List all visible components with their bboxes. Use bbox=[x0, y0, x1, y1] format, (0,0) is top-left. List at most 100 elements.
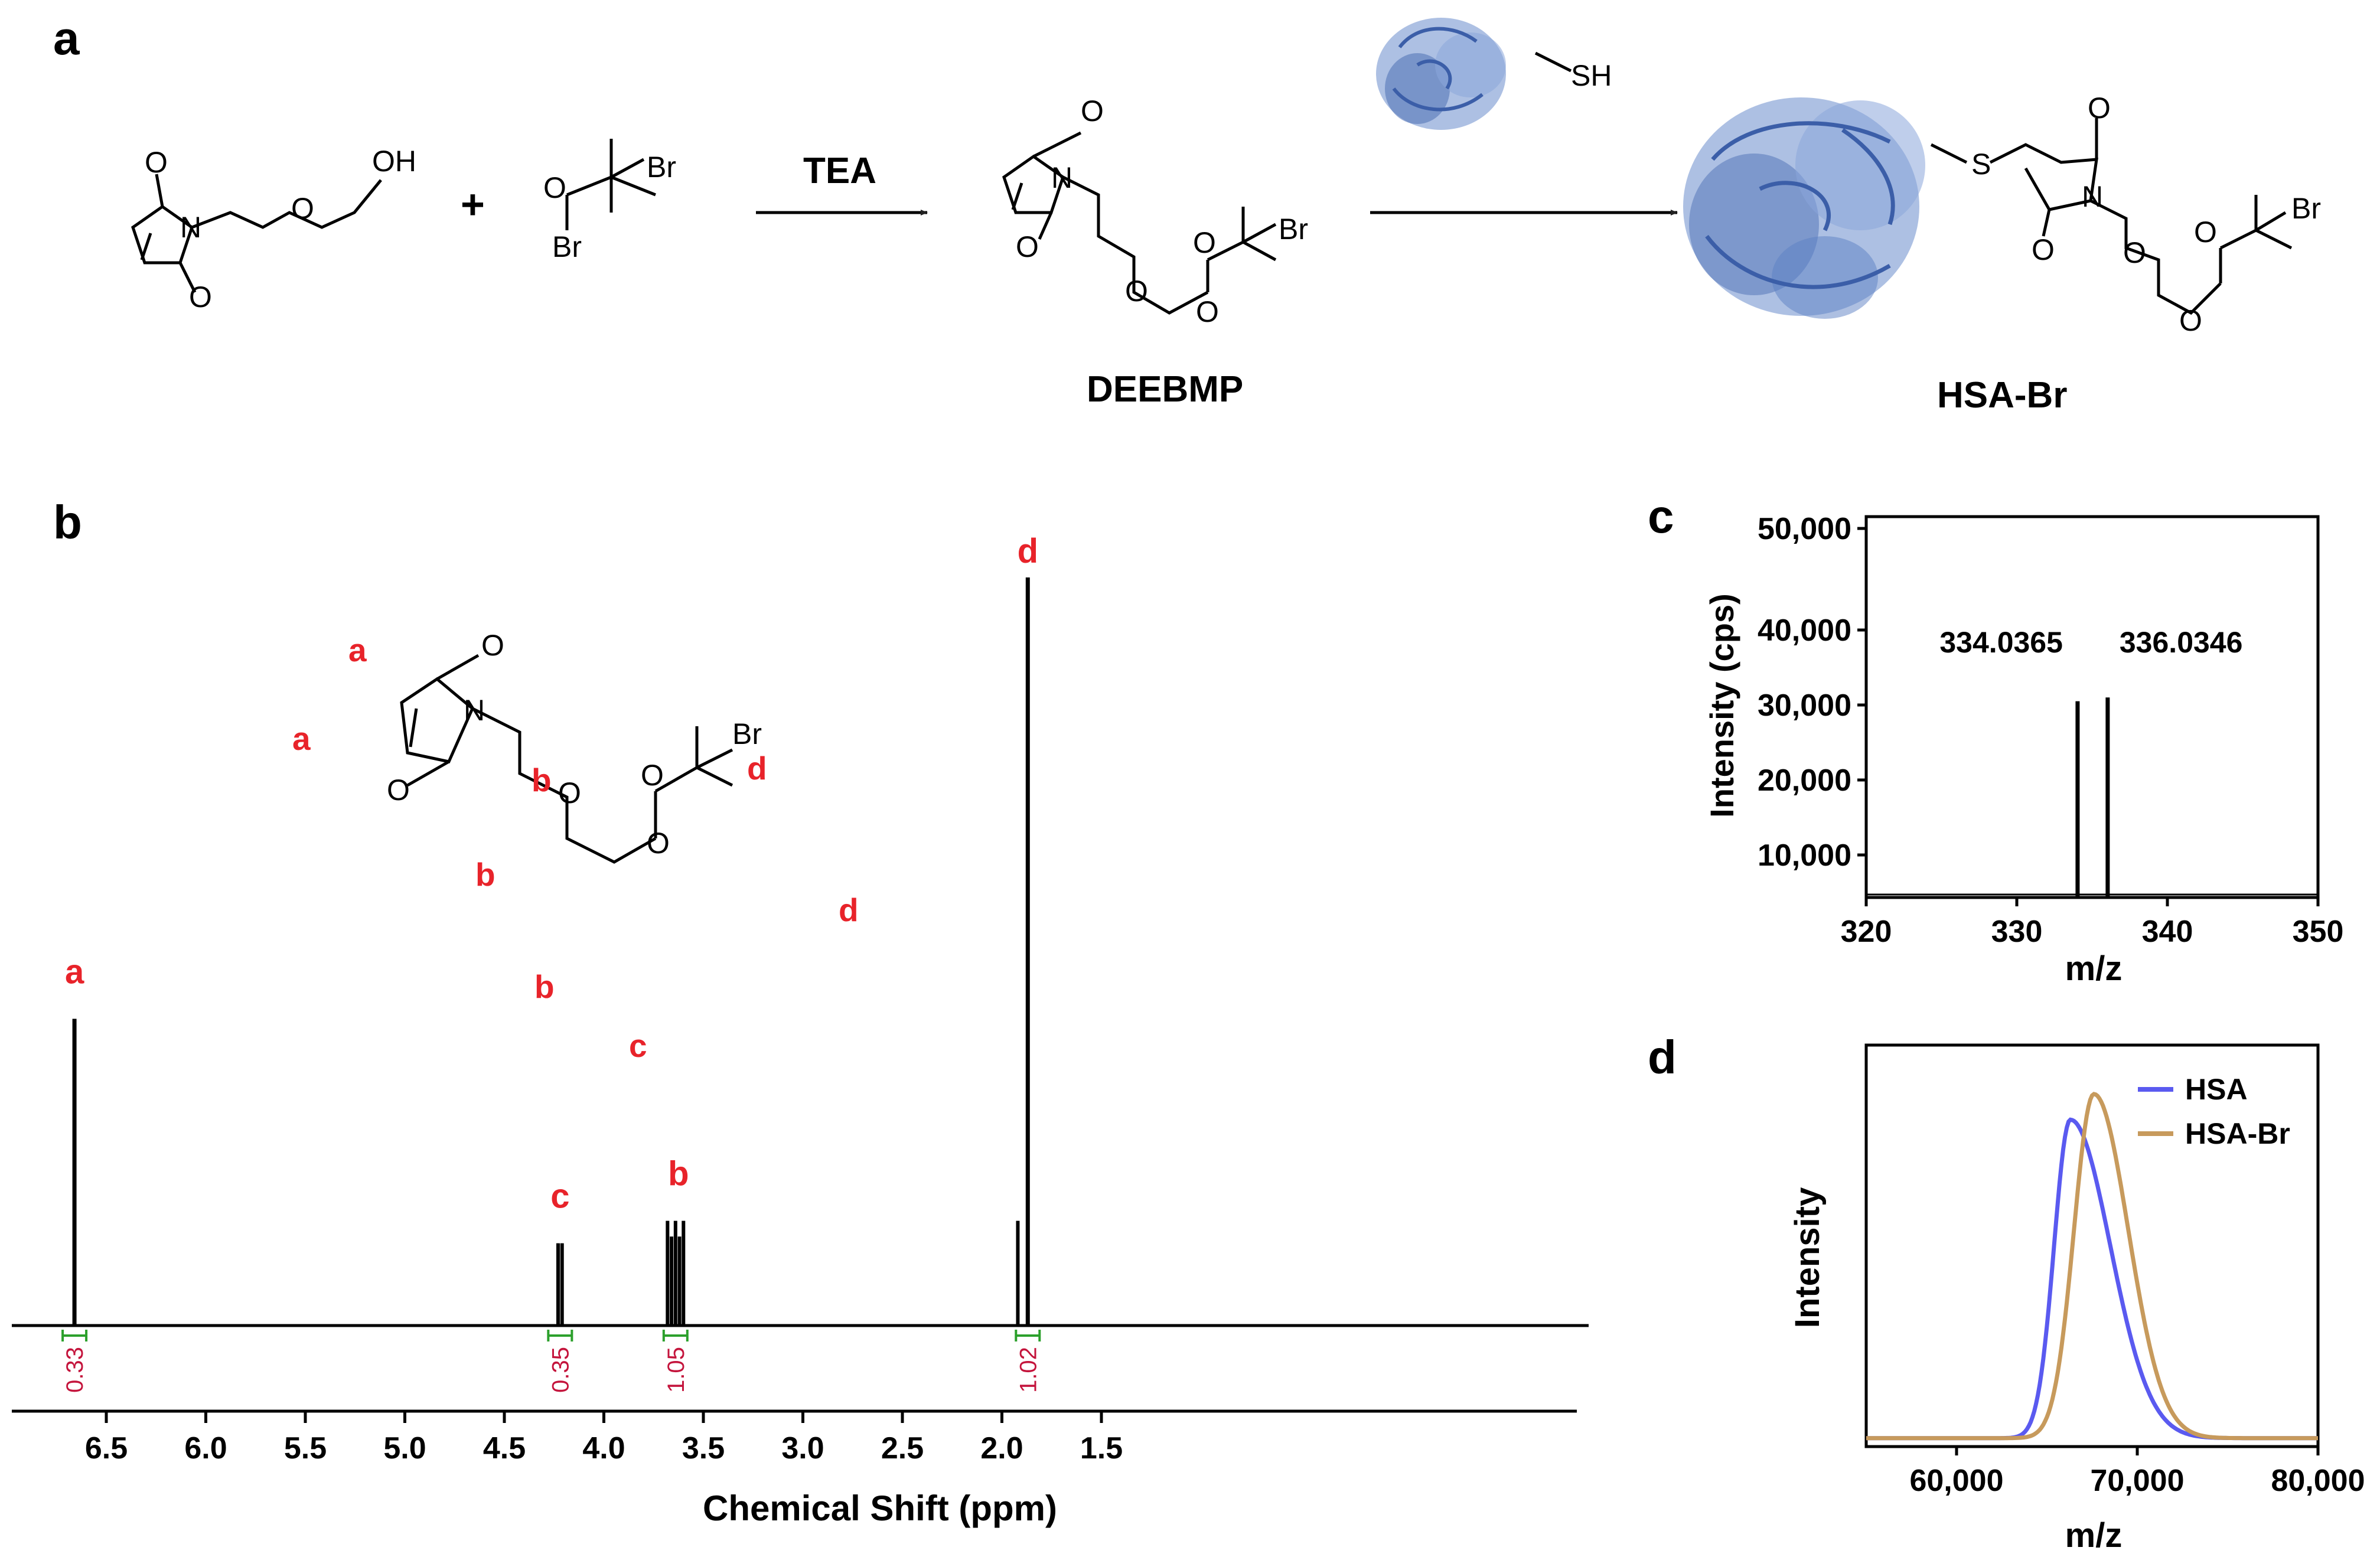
legend-label-hsa-br: HSA-Br bbox=[2185, 1117, 2290, 1150]
compound-label-deebmp: DEEBMP bbox=[1087, 369, 1243, 410]
atom-o: O bbox=[291, 192, 314, 225]
nmr-peak-label: d bbox=[1018, 532, 1038, 570]
atom-br: Br bbox=[1279, 213, 1308, 246]
hrms-plot-frame bbox=[1864, 515, 2320, 899]
nmr-peak-label: a bbox=[65, 953, 84, 991]
hrms-x-axis-label: m/z bbox=[2065, 949, 2123, 988]
hrms-y-tick-label: 30,000 bbox=[1758, 688, 1851, 723]
hrms-y-tick-label: 20,000 bbox=[1758, 763, 1851, 798]
nmr-x-tick-label: 3.5 bbox=[682, 1431, 725, 1465]
nmr-x-tick-label: 6.0 bbox=[184, 1431, 227, 1465]
nmr-x-tick-label: 4.5 bbox=[483, 1431, 526, 1465]
proton-label: a bbox=[348, 632, 367, 668]
atom-n: N bbox=[180, 211, 201, 244]
nmr-x-tick-label: 5.0 bbox=[383, 1431, 426, 1465]
nmr-x-tick-label: 2.0 bbox=[980, 1431, 1023, 1465]
nmr-inset-structure bbox=[400, 654, 733, 864]
hrms-peak-label: 334.0365 bbox=[1939, 626, 2063, 659]
atom-n: N bbox=[464, 694, 485, 727]
nmr-x-tick-label: 3.0 bbox=[781, 1431, 824, 1465]
maldi-x-tick-label: 60,000 bbox=[1909, 1464, 2003, 1498]
maldi-series-hsa bbox=[1866, 1117, 2318, 1441]
atom-o: O bbox=[2088, 92, 2111, 125]
atom-o: O bbox=[387, 773, 410, 807]
panel-label-a: a bbox=[53, 12, 80, 64]
proton-label: b bbox=[532, 762, 552, 798]
hrms-y-tick-label: 50,000 bbox=[1758, 512, 1851, 546]
maldi-x-tick-label: 80,000 bbox=[2271, 1464, 2365, 1498]
panel-label-c: c bbox=[1648, 490, 1674, 543]
maldi-plot-frame bbox=[1864, 1043, 2320, 1448]
panel-label-d: d bbox=[1648, 1031, 1677, 1083]
panel-label-b: b bbox=[53, 496, 82, 549]
nmr-integral-value: 0.35 bbox=[547, 1347, 573, 1393]
atom-o: O bbox=[2032, 233, 2055, 266]
plus-sign: + bbox=[461, 181, 485, 227]
nmr-x-tick-label: 5.5 bbox=[284, 1431, 327, 1465]
nmr-x-axis-label: Chemical Shift (ppm) bbox=[703, 1489, 1057, 1528]
nmr-integral-value: 0.33 bbox=[62, 1347, 88, 1393]
atom-br: Br bbox=[647, 151, 676, 184]
atom-o: O bbox=[641, 759, 664, 792]
atom-o: O bbox=[1081, 94, 1104, 128]
reaction-scheme bbox=[131, 118, 2293, 315]
atom-o: O bbox=[481, 629, 504, 662]
atom-o: O bbox=[1193, 226, 1216, 259]
atom-o: O bbox=[558, 776, 581, 809]
proton-label: b bbox=[534, 968, 555, 1005]
nmr-spectrum: 6.5 6.0 5.5 5.0 4.5 4.0 3.5 3.0 2.5 2.0 1.5 a 0.33 c… bbox=[12, 532, 1589, 1528]
legend-label-hsa: HSA bbox=[2185, 1073, 2248, 1106]
atom-br: Br bbox=[732, 717, 762, 750]
nmr-inset-proton-labels: a a b b b c d d bbox=[292, 632, 859, 1064]
nmr-x-tick-label: 1.5 bbox=[1080, 1431, 1123, 1465]
hrms-y-tick-label: 40,000 bbox=[1758, 613, 1851, 648]
maleimide-alcohol bbox=[131, 174, 382, 293]
maldi-legend: HSA HSA-Br bbox=[2138, 1073, 2290, 1150]
nmr-x-tick-label: 2.5 bbox=[881, 1431, 924, 1465]
hrms-x-tick-label: 340 bbox=[2142, 915, 2193, 949]
nmr-peak-b: b1.05 bbox=[662, 1155, 689, 1393]
atom-o: O bbox=[1016, 230, 1039, 263]
atom-o: O bbox=[2123, 236, 2146, 269]
hrms-x-tick-label: 330 bbox=[1991, 915, 2043, 949]
nmr-inset-atoms: O N O O O O Br bbox=[387, 629, 762, 860]
atom-s: S bbox=[1971, 148, 1991, 181]
atom-o: O bbox=[1196, 295, 1219, 328]
maldi-y-axis-label: Intensity bbox=[1788, 1187, 1827, 1328]
nmr-peak-d: d 1.02 bbox=[1015, 532, 1041, 1393]
atom-oh: OH bbox=[372, 145, 416, 178]
atom-o: O bbox=[2179, 304, 2202, 337]
atom-n: N bbox=[1051, 161, 1072, 194]
protein-small-icon bbox=[1376, 18, 1572, 130]
proton-label: c bbox=[629, 1027, 647, 1064]
nmr-integral-value: 1.02 bbox=[1015, 1347, 1041, 1393]
scheme-atom-labels: O O N O OH O Br Br O N O O O O Br SH S O… bbox=[145, 59, 2321, 337]
proton-label: d bbox=[747, 750, 767, 786]
nmr-integral-value: 1.05 bbox=[663, 1347, 689, 1393]
proton-label: a bbox=[292, 720, 311, 757]
bromoisobutyryl-bromide bbox=[565, 139, 656, 230]
nmr-peak-label: c bbox=[550, 1177, 569, 1216]
deebmp-structure bbox=[1002, 131, 1277, 315]
atom-o: O bbox=[1125, 275, 1148, 308]
maldi-x-tick-label: 70,000 bbox=[2090, 1464, 2184, 1498]
hsa-br-structure bbox=[1930, 118, 2293, 315]
hrms-peak-label: 336.0346 bbox=[2120, 626, 2243, 659]
atom-o: O bbox=[189, 280, 212, 314]
atom-o: O bbox=[543, 171, 566, 204]
compound-label-hsa-br: HSA-Br bbox=[1937, 375, 2067, 416]
hrms-x-tick-label: 320 bbox=[1841, 915, 1892, 949]
nmr-x-tick-label: 4.0 bbox=[582, 1431, 625, 1465]
atom-br: Br bbox=[2291, 192, 2321, 225]
hrms-y-tick-label: 10,000 bbox=[1758, 838, 1851, 873]
proton-label: b bbox=[475, 856, 495, 893]
proton-label: d bbox=[839, 892, 859, 928]
atom-o: O bbox=[2194, 216, 2217, 249]
maldi-series-hsa-br bbox=[1866, 1092, 2318, 1441]
atom-sh: SH bbox=[1571, 59, 1612, 92]
hrms-y-axis-label: Intensity (cps) bbox=[1703, 593, 1740, 818]
protein-large-icon bbox=[1683, 97, 1925, 319]
nmr-x-tick-label: 6.5 bbox=[85, 1431, 128, 1465]
nmr-peak-c: c 0.35 bbox=[547, 1177, 573, 1393]
